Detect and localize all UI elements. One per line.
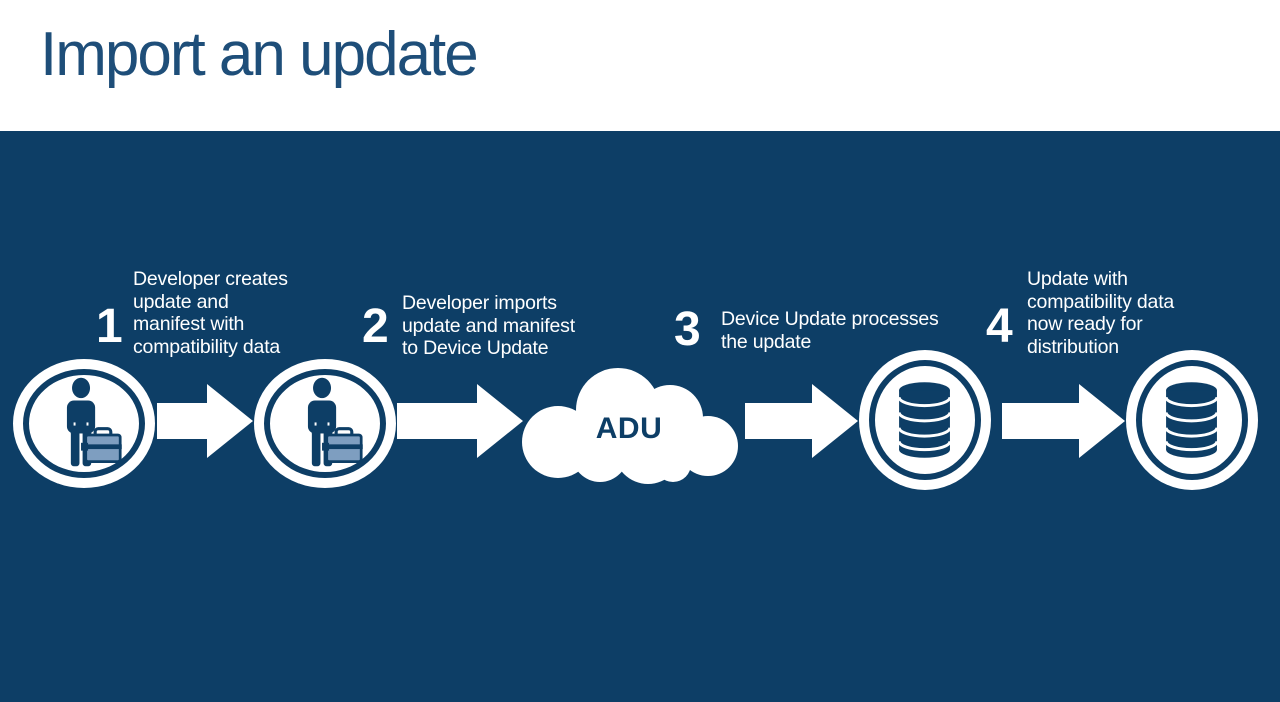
adu-cloud-icon: ADU <box>518 366 740 486</box>
flow-arrow-2 <box>397 384 523 458</box>
developer-icon <box>23 369 145 478</box>
arrow-head <box>207 384 253 458</box>
flow-arrow-1 <box>157 384 253 458</box>
header: Import an update <box>0 0 1280 131</box>
step-4-number: 4 <box>986 300 1013 353</box>
database-icon <box>1136 360 1248 480</box>
flow-arrow-3 <box>745 384 858 458</box>
database-icon <box>869 360 981 480</box>
step-1-number: 1 <box>96 300 123 353</box>
step-3-description: Device Update processes the update <box>721 308 939 353</box>
adu-cloud-label: ADU <box>595 412 663 445</box>
step-2-number: 2 <box>362 300 389 353</box>
arrow-shaft <box>1002 403 1081 439</box>
step-2-badge <box>254 359 396 488</box>
arrow-shaft <box>397 403 479 439</box>
arrow-head <box>812 384 858 458</box>
developer-icon <box>264 369 386 478</box>
arrow-head <box>477 384 523 458</box>
step-1-badge <box>13 359 155 488</box>
flow-arrow-4 <box>1002 384 1125 458</box>
arrow-shaft <box>745 403 814 439</box>
arrow-head <box>1079 384 1125 458</box>
step-3-badge <box>859 350 991 490</box>
arrow-shaft <box>157 403 209 439</box>
step-4-badge <box>1126 350 1258 490</box>
step-1-description: Developer creates update and manifest wi… <box>133 268 288 358</box>
step-4-description: Update with compatibility data now ready… <box>1027 268 1175 358</box>
step-2-description: Developer imports update and manifest to… <box>402 292 575 359</box>
page-title: Import an update <box>40 20 479 89</box>
step-3-number: 3 <box>674 303 701 356</box>
